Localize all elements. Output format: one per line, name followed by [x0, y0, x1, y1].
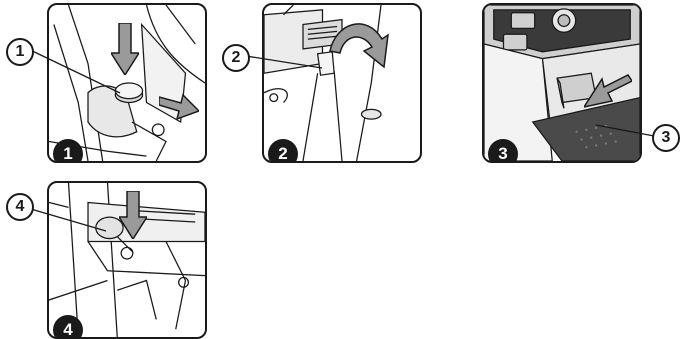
part-callout-3: 3 — [652, 124, 680, 152]
part-callout-2: 2 — [222, 44, 250, 72]
part-callout-1: 1 — [6, 38, 34, 66]
push-down-arrow-icon — [119, 191, 147, 239]
part-callout-4: 4 — [6, 193, 34, 221]
figure-panel-3: 3 — [482, 3, 642, 163]
step-number-badge: 2 — [268, 139, 298, 163]
figure-panel-2: 2 — [262, 3, 422, 163]
push-down-arrow-icon — [584, 73, 632, 113]
figure-panel-1: 1 — [47, 3, 207, 163]
rotate-arrow-icon — [326, 15, 390, 71]
release-arrow-icon — [159, 91, 199, 121]
figure-panel-4: 4 — [47, 181, 207, 339]
push-down-arrow-icon — [111, 23, 139, 75]
step-number-badge: 4 — [53, 315, 83, 339]
step-number-badge: 3 — [488, 139, 518, 163]
step-number-badge: 1 — [53, 139, 83, 163]
